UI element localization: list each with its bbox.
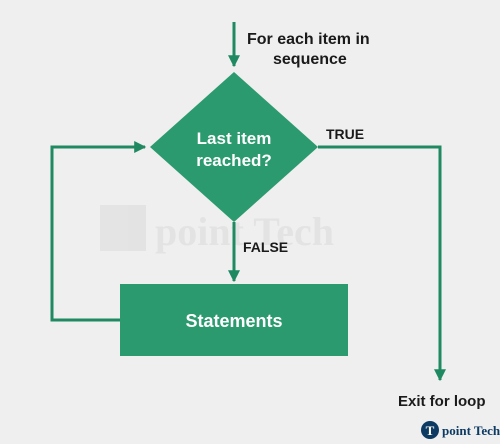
background-watermark: point Tech: [100, 205, 334, 254]
statements-label: Statements: [185, 311, 282, 331]
decision-text-line2: reached?: [196, 151, 272, 170]
watermark-logo-shape: [100, 205, 146, 251]
decision-diamond: [150, 72, 318, 222]
logo-brand-text: point Tech: [442, 423, 500, 438]
true-path-arrow: [318, 145, 446, 382]
watermark-brand-text: point Tech: [155, 209, 334, 254]
true-label: TRUE: [326, 126, 364, 142]
decision-text-line1: Last item: [197, 129, 272, 148]
logo-badge-icon: [421, 421, 439, 439]
entry-label-line1: For each item in: [247, 31, 370, 48]
brand-logo: T point Tech: [421, 421, 500, 439]
statements-box: [120, 284, 348, 356]
false-label: FALSE: [243, 239, 288, 255]
entry-label-line2: sequence: [273, 51, 347, 68]
exit-label: Exit for loop: [398, 393, 486, 410]
loop-back-arrow: [50, 141, 147, 322]
logo-letter: T: [426, 423, 435, 438]
